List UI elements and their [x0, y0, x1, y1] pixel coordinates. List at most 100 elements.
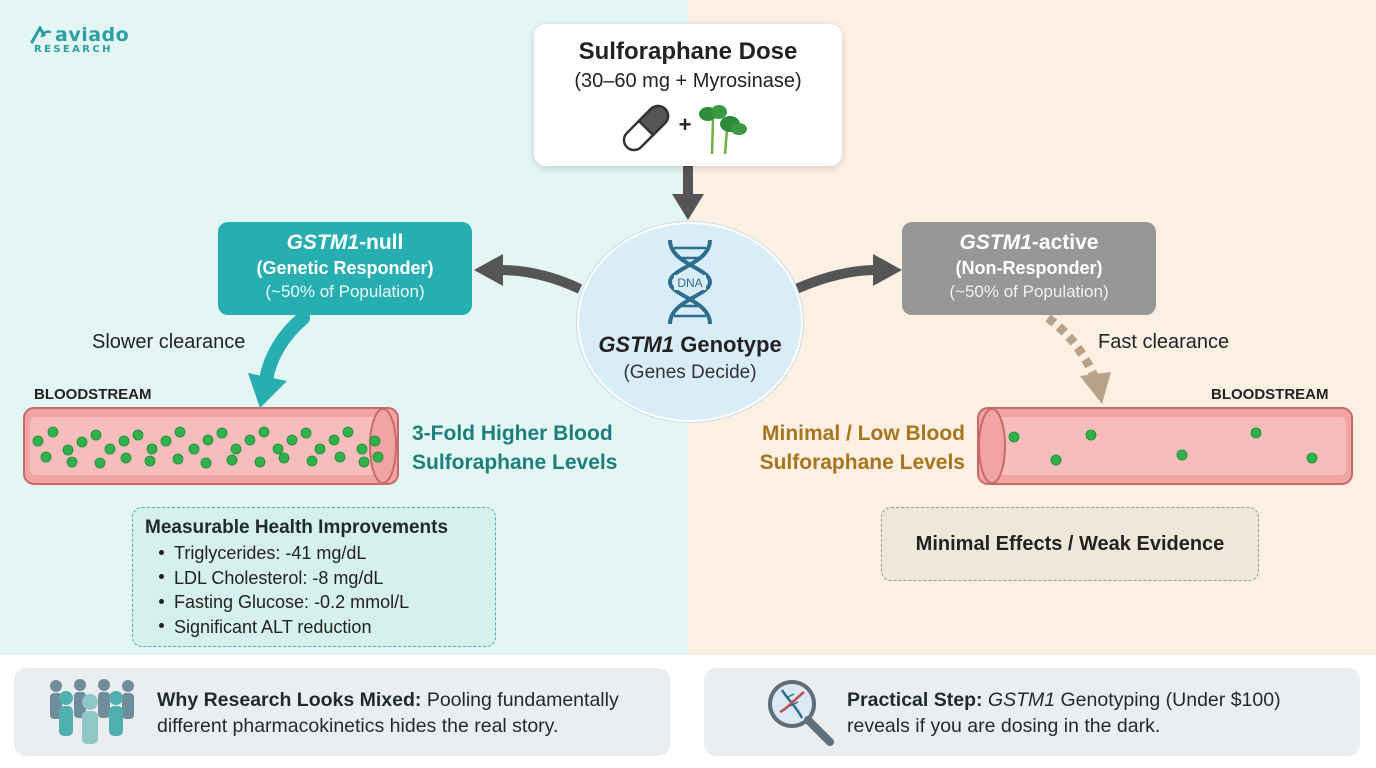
sulforaphane-particle: [328, 434, 340, 446]
dna-icon: DNA: [667, 239, 713, 325]
bloodstream-label-left: BLOODSTREAM: [34, 386, 152, 403]
list-item: Fasting Glucose: -0.2 mmol/L: [159, 590, 495, 615]
non-responder-title: GSTM1-active: [902, 231, 1156, 255]
logo-icon: [30, 26, 52, 44]
flow-arrows: [248, 166, 1111, 408]
bloodstream-vessel-right: [977, 407, 1353, 485]
list-item-text: LDL Cholesterol: -8 mg/dL: [174, 567, 384, 588]
sulforaphane-particle: [144, 455, 156, 467]
sulforaphane-particle: [146, 443, 158, 455]
sulforaphane-particle: [62, 444, 74, 456]
mixed-research-body: Pooling fundamentally different pharmaco…: [157, 689, 619, 737]
magnifier-dna-icon: [768, 680, 834, 746]
sulforaphane-particle: [306, 455, 318, 467]
sulforaphane-particle: [188, 443, 200, 455]
practical-step-gene: GSTM1: [987, 689, 1056, 711]
high-levels-line1: 3-Fold Higher Blood: [412, 422, 613, 445]
mixed-research-text: Why Research Looks Mixed: Pooling fundam…: [157, 687, 657, 739]
sulforaphane-particle: [160, 435, 172, 447]
practical-step-text: Practical Step: GSTM1 Genotyping (Under …: [847, 687, 1347, 739]
sulforaphane-particle: [202, 434, 214, 446]
non-responder-card: GSTM1-active (Non-Responder) (~50% of Po…: [902, 222, 1156, 315]
health-improvements-box: Measurable Health Improvements Triglycer…: [132, 507, 496, 647]
sulforaphane-particle: [1050, 454, 1062, 466]
sulforaphane-particle: [226, 454, 238, 466]
sulforaphane-particle: [90, 429, 102, 441]
genotype-title-rest: Genotype: [674, 332, 782, 357]
practical-step-card: Practical Step: GSTM1 Genotyping (Under …: [704, 668, 1360, 756]
weak-evidence-box: Minimal Effects / Weak Evidence: [881, 507, 1259, 581]
non-responder-type: (Non-Responder): [955, 258, 1103, 278]
non-responder-suffix: -active: [1031, 231, 1099, 254]
sulforaphane-particle: [372, 451, 384, 463]
sulforaphane-particle: [278, 452, 290, 464]
sulforaphane-particle: [1250, 427, 1262, 439]
responder-title: GSTM1-null: [218, 231, 472, 255]
sulforaphane-particle: [369, 435, 381, 447]
sulforaphane-particle: [300, 427, 312, 439]
practical-step-heading: Practical Step:: [847, 689, 983, 711]
dose-to-genotype-arrow: [672, 166, 704, 220]
genotype-subtitle: (Genes Decide): [623, 362, 757, 383]
low-levels-label: Minimal / Low Blood Sulforaphane Levels: [700, 419, 965, 477]
sulforaphane-particle: [104, 443, 116, 455]
dna-label: DNA: [677, 276, 702, 290]
list-item: Significant ALT reduction: [159, 615, 495, 640]
mixed-research-heading: Why Research Looks Mixed:: [157, 689, 422, 711]
sulforaphane-particle: [254, 456, 266, 468]
genotype-to-responder-arrow: [474, 254, 583, 294]
health-title: Measurable Health Improvements: [145, 517, 449, 538]
bloodstream-label-right: BLOODSTREAM: [1211, 386, 1329, 403]
sulforaphane-particle: [32, 435, 44, 447]
people-icon: [50, 679, 134, 744]
slower-clearance-label: Slower clearance: [92, 331, 246, 353]
sulforaphane-particle: [230, 443, 242, 455]
sulforaphane-particle: [47, 426, 59, 438]
dose-title: Sulforaphane Dose: [578, 38, 798, 65]
dose-subtitle: (30–60 mg + Myrosinase): [574, 70, 802, 92]
logo-name: aviado: [55, 24, 130, 46]
sulforaphane-particle: [258, 426, 270, 438]
sulforaphane-particle: [272, 443, 284, 455]
slower-clearance-arrow: [248, 311, 310, 408]
particles-left: [32, 426, 384, 469]
sulforaphane-particle: [1008, 431, 1020, 443]
capsule-icon: [622, 104, 670, 152]
sulforaphane-particle: [174, 426, 186, 438]
genotype-to-non-responder-arrow: [794, 254, 902, 294]
low-levels-line1: Minimal / Low Blood: [762, 422, 965, 445]
brand-logo: aviado RESEARCH: [30, 24, 129, 55]
non-responder-share: (~50% of Population): [949, 282, 1109, 301]
sulforaphane-particle: [94, 457, 106, 469]
mixed-research-card: Why Research Looks Mixed: Pooling fundam…: [14, 668, 670, 756]
fast-clearance-arrow: [1045, 314, 1111, 404]
list-item-text: Fasting Glucose: -0.2 mmol/L: [174, 592, 410, 612]
list-item: Triglycerides: -41 mg/dL: [159, 541, 495, 566]
sulforaphane-particle: [286, 434, 298, 446]
sulforaphane-particle: [132, 429, 144, 441]
sulforaphane-particle: [1306, 452, 1318, 464]
non-responder-gene: GSTM1: [959, 231, 1032, 254]
responder-gene: GSTM1: [286, 231, 359, 254]
list-item: LDL Cholesterol: -8 mg/dL: [159, 566, 495, 591]
sulforaphane-particle: [118, 435, 130, 447]
dose-icons: +: [622, 104, 747, 155]
sulforaphane-particle: [76, 436, 88, 448]
responder-share: (~50% of Population): [265, 282, 425, 301]
responder-card: GSTM1-null (Genetic Responder) (~50% of …: [218, 222, 472, 315]
sulforaphane-particle: [356, 443, 368, 455]
sulforaphane-particle: [314, 443, 326, 455]
fast-clearance-label: Fast clearance: [1098, 331, 1230, 353]
sulforaphane-particle: [172, 453, 184, 465]
sprout-icon: [699, 105, 747, 155]
high-levels-line2: Sulforaphane Levels: [412, 451, 618, 474]
low-levels-line2: Sulforaphane Levels: [759, 451, 965, 474]
particles-right: [1008, 427, 1318, 466]
sulforaphane-particle: [216, 427, 228, 439]
health-list: Triglycerides: -41 mg/dL LDL Cholesterol…: [133, 541, 495, 639]
genotype-circle: DNA GSTM1 Genotype (Genes Decide): [577, 222, 803, 422]
responder-suffix: -null: [359, 231, 404, 254]
list-item-text: Triglycerides: -41 mg/dL: [174, 543, 367, 563]
sulforaphane-particle: [200, 457, 212, 469]
